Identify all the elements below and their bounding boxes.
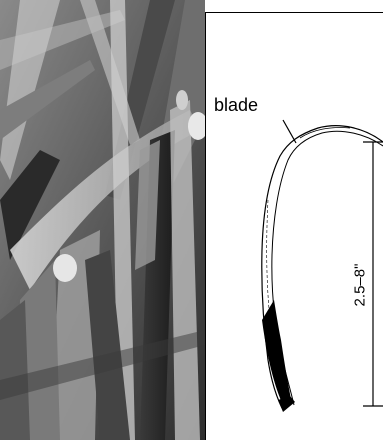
blade-base-shading [262, 300, 292, 410]
length-label: 2.5–8" [353, 264, 368, 307]
blade-label: blade [214, 96, 258, 114]
blade-leader-line [283, 120, 296, 143]
